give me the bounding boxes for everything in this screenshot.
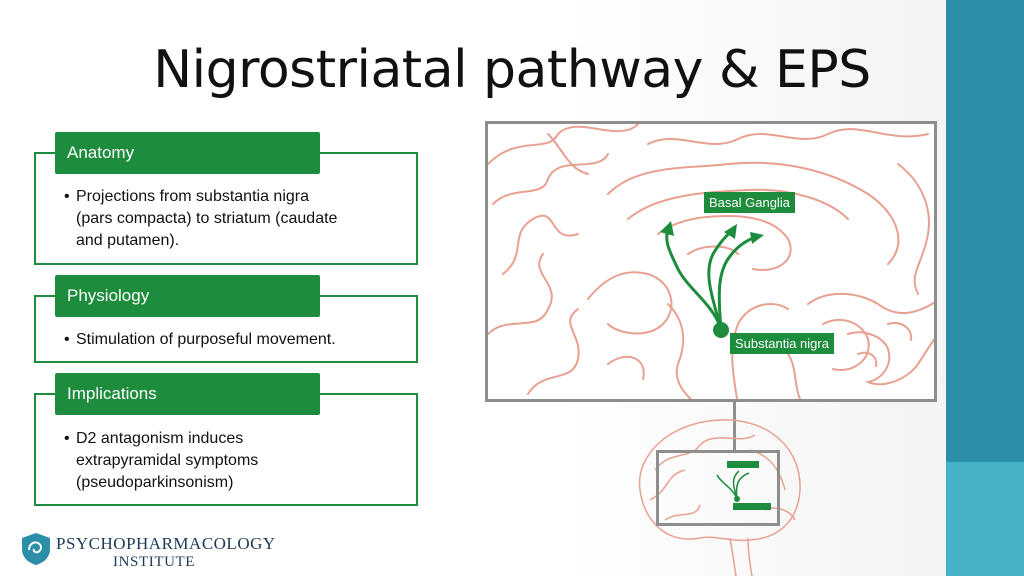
label-basal-ganglia: Basal Ganglia (704, 192, 795, 213)
implications-line-1: D2 antagonism induces (76, 430, 244, 447)
connector-line (733, 402, 736, 450)
brain-illustration (488, 124, 934, 399)
small-pathway-illustration (716, 461, 771, 510)
card-text-implications: •D2 antagonism induces extrapyramidal sy… (64, 428, 394, 494)
implications-line-2: extrapyramidal symptoms (76, 452, 259, 469)
zoom-region-indicator (656, 450, 780, 526)
institute-logo-icon (22, 533, 50, 565)
logo-text-line2: INSTITUTE (113, 554, 196, 570)
physiology-line-1: Stimulation of purposeful movement. (76, 331, 336, 348)
anatomy-line-1: Projections from substantia nigra (76, 188, 309, 205)
card-text-physiology: •Stimulation of purposeful movement. (64, 331, 336, 348)
card-header-implications: Implications (55, 373, 320, 415)
anatomy-line-2: (pars compacta) to striatum (caudate (76, 210, 338, 227)
brain-diagram-zoom: Basal Ganglia Substantia nigra (485, 121, 937, 402)
label-substantia-nigra: Substantia nigra (730, 333, 834, 354)
anatomy-line-3: and putamen). (76, 232, 180, 249)
card-header-physiology: Physiology (55, 275, 320, 317)
implications-line-3: (pseudoparkinsonism) (76, 474, 234, 491)
slide-title: Nigrostriatal pathway & EPS (153, 40, 871, 100)
card-text-anatomy: •Projections from substantia nigra (pars… (64, 186, 394, 252)
card-header-anatomy: Anatomy (55, 132, 320, 174)
logo-text-line1: PSYCHOPHARMACOLOGY (56, 534, 276, 553)
right-accent-bar-lower (946, 462, 1024, 576)
